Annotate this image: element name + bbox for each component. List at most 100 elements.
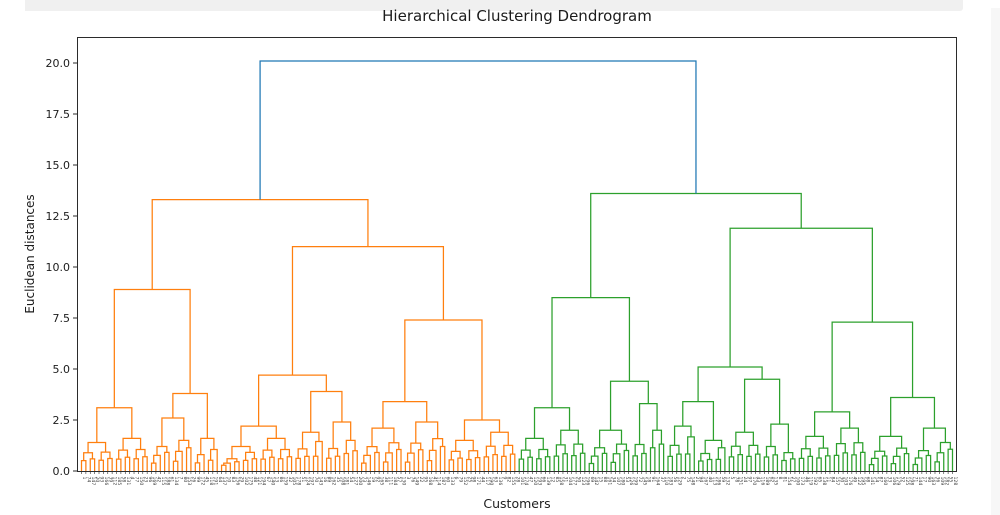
dendrogram-link [89,458,96,471]
dendrogram-link [124,456,131,471]
x-tick-label: 10 [226,477,232,483]
dendrogram-link [107,457,113,471]
dendrogram-link [805,435,825,449]
dendrogram-link [746,455,752,471]
x-tick-label: 16 [322,477,328,483]
x-tick-label: 157 [834,477,840,486]
x-tick-label: 105 [291,477,297,486]
x-tick-label: 106 [891,477,897,486]
x-tick-label: 164 [654,477,660,486]
x-tick-label: 181 [344,477,350,486]
x-tick-label: 91 [650,477,656,483]
dendrogram-link [98,459,105,471]
x-tick-label: 156 [234,477,240,486]
scrollbar-track-right [991,8,1000,515]
dendrogram-link [623,449,630,471]
dendrogram-link [325,457,332,471]
dendrogram-link [649,447,656,471]
x-tick-label: 184 [392,477,398,486]
dendrogram-link [853,442,864,455]
dendrogram-link [533,407,571,439]
x-tick-label: 64 [217,477,223,483]
x-tick-label: 72 [637,477,643,483]
dendrogram-link [492,454,498,471]
x-tick-label: 153 [186,477,192,486]
y-tick-label: 12.5 [45,209,71,223]
x-tick-label: 145 [641,477,647,486]
dendrogram-link [553,455,560,471]
dendrogram-link [410,442,422,454]
x-tick-label: 96 [147,477,153,483]
dendrogram-link [673,425,692,446]
x-tick-label: 131 [125,477,131,486]
x-tick-label: 39 [107,477,113,483]
x-tick-label: 18 [646,477,652,483]
y-tick-label: 7.5 [52,311,71,325]
dendrogram-link [352,450,358,471]
dendrogram-link [194,462,201,471]
x-tick-label: 134 [173,477,179,486]
x-tick-label: 33 [886,477,892,483]
dendrogram-link [455,439,474,452]
x-tick-label: 176 [847,477,853,486]
dendrogram-link [748,444,759,457]
x-tick-label: 195 [860,477,866,486]
x-tick-label: 102 [243,477,249,486]
x-tick-label: 190 [488,477,494,486]
dendrogram-link [366,445,378,456]
dendrogram-link [754,453,761,471]
dendrogram-link [851,454,857,471]
dendrogram-link [297,448,308,459]
x-tick-label: 15 [598,477,604,483]
x-tick-label: 78 [733,477,739,483]
dendrogram-link [715,458,722,471]
x-tick-label: 170 [751,477,757,486]
x-tick-label: 46 [803,477,809,483]
x-tick-label: 13 [274,477,280,483]
dendrogram-link [658,443,665,471]
dendrogram-link [164,451,170,471]
dendrogram-link [632,455,638,471]
x-tick-label: 89 [326,477,332,483]
dendrogram-link [729,227,873,367]
x-tick-label: 5 [729,477,735,480]
x-tick-label: 178 [296,477,302,486]
x-tick-label: 125 [904,477,910,486]
x-tick-label: 143 [317,477,323,486]
x-tick-label: 135 [773,477,779,486]
chart-title: Hierarchical Clustering Dendrogram [382,7,652,25]
x-tick-label: 1 [81,477,87,480]
x-tick-label: 37 [659,477,665,483]
x-tick-label: 44 [479,477,485,483]
x-tick-label: 160 [882,477,888,486]
dendrogram-link [415,421,439,444]
x-tick-label: 49 [851,477,857,483]
x-tick-label: 182 [943,477,949,486]
dendrogram-link [142,456,148,471]
dendrogram-link [641,452,647,471]
dendrogram-link [388,442,400,453]
dendrogram-link [371,427,395,447]
dendrogram-link [770,423,789,453]
dendrogram-link [879,435,903,452]
x-axis-label: Customers [483,496,551,511]
dendrogram-link [122,437,142,451]
dendrogram-link [291,245,445,376]
x-tick-label: 30 [838,477,844,483]
dendrogram-link [874,450,886,459]
dendrogram-link [735,431,754,447]
dendrogram-link [615,443,628,454]
x-tick-label: 132 [725,477,731,486]
dendrogram-link [676,453,682,471]
x-tick-label: 169 [151,477,157,486]
dendrogram-link [669,444,680,457]
x-tick-label: 187 [440,477,446,486]
x-tick-label: 85 [554,477,560,483]
dendrogram-link [555,444,566,457]
dendrogram-link [562,453,568,471]
dendrogram-link [286,456,293,471]
dendrogram-link [807,455,814,471]
dendrogram-link [343,452,350,471]
x-tick-label: 76 [409,477,415,483]
dendrogram-link [490,431,509,447]
